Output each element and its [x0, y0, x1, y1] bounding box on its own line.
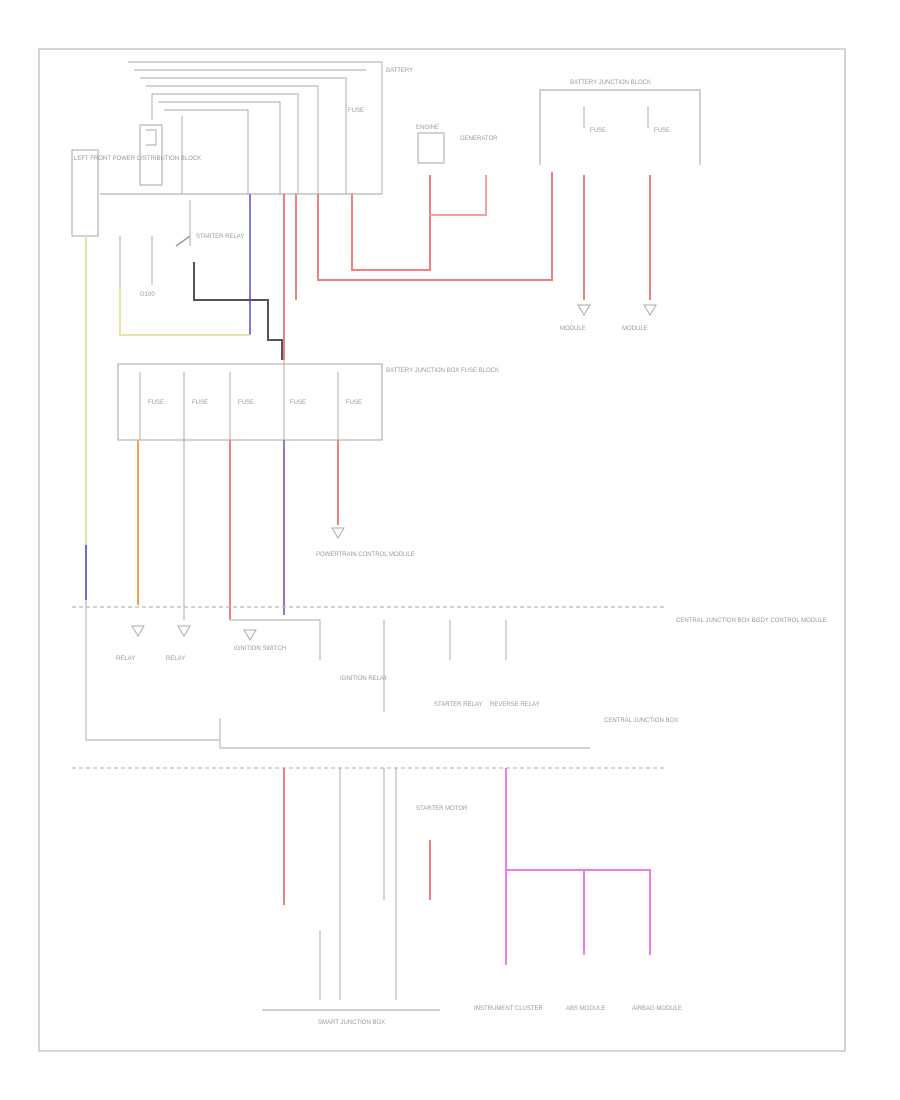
battery-feed-lines: [100, 61, 383, 195]
relay-1-label: RELAY: [116, 656, 135, 662]
engine-label: ENGINE: [416, 125, 439, 131]
fuse-3-label: FUSE: [238, 400, 254, 406]
battery-junction-label: BATTERY JUNCTION BLOCK: [570, 80, 651, 86]
instrument-label: INSTRUMENT CLUSTER: [474, 1006, 544, 1012]
diagram-frame: [38, 48, 846, 1052]
fuse-b-label: FUSE: [654, 128, 670, 134]
reverse-relay-label: REVERSE RELAY: [490, 702, 540, 708]
fuse-1-label: FUSE: [148, 400, 164, 406]
fused-junction-label: BATTERY JUNCTION BOX FUSE BLOCK: [386, 368, 499, 374]
ground-symbol-b: [643, 304, 657, 316]
ground-symbol-e: [177, 625, 191, 637]
ground-symbol-a: [577, 304, 591, 316]
battery-junction-box: [539, 89, 701, 165]
fused-junction-box: [117, 363, 383, 441]
ground-symbol-d: [131, 625, 145, 637]
starter-motor-label: STARTER MOTOR: [416, 806, 468, 812]
top-relay-box: [139, 124, 163, 186]
module-3-label: MODULE: [560, 326, 586, 332]
starter-relay-2-label: STARTER RELAY: [434, 702, 482, 708]
generator-label: GENERATOR: [460, 136, 498, 142]
battery-main-label: BATTERY: [386, 68, 413, 74]
smart-junction-label: SMART JUNCTION BOX: [318, 1020, 385, 1026]
ignition-relay-label: IGNITION RELAY: [340, 676, 388, 682]
module-2-label: AIRBAG MODULE: [632, 1006, 682, 1012]
fuse-4-label: FUSE: [290, 400, 306, 406]
left-block-label: LEFT FRONT POWER DISTRIBUTION BLOCK: [74, 156, 201, 162]
ground-symbol-c: [331, 527, 345, 539]
ground-g100-label: G100: [140, 292, 155, 298]
engine-box: [417, 132, 445, 164]
central-junction-label: CENTRAL JUNCTION BOX BODY CONTROL MODULE: [676, 618, 827, 624]
central-junction-2-label: CENTRAL JUNCTION BOX: [604, 718, 678, 724]
module-4-label: MODULE: [622, 326, 648, 332]
module-1-label: ABS MODULE: [566, 1006, 605, 1012]
starter-relay-label: STARTER RELAY: [196, 234, 244, 240]
left-block-box: [71, 149, 99, 237]
relay-2-label: RELAY: [166, 656, 185, 662]
fuse-5-label: FUSE: [346, 400, 362, 406]
fuse-a-label: FUSE: [590, 128, 606, 134]
ignition-switch-label: IGNITION SWITCH: [234, 646, 286, 652]
fuse-internal-links: [139, 360, 339, 440]
pcm-label: POWERTRAIN CONTROL MODULE: [316, 552, 415, 558]
fuse-main-label: FUSE: [348, 108, 364, 114]
ground-symbol-f: [243, 629, 257, 641]
fuse-2-label: FUSE: [192, 400, 208, 406]
